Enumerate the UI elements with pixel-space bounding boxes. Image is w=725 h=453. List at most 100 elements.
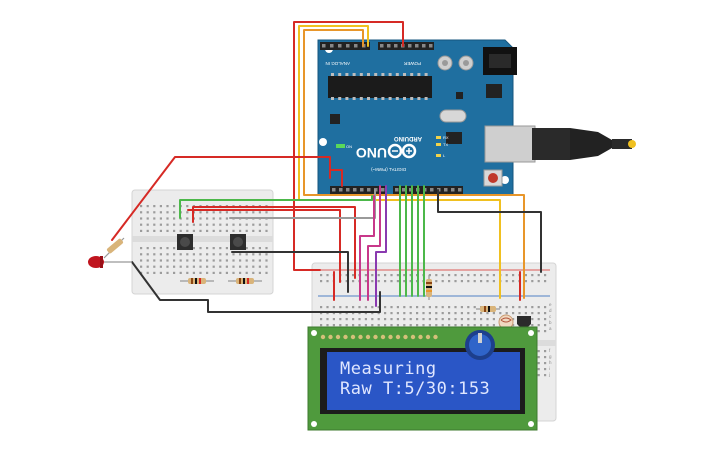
lcd-pin bbox=[410, 334, 416, 340]
breadboard-hole bbox=[428, 312, 431, 315]
breadboard-hole bbox=[358, 324, 361, 327]
breadboard-hole bbox=[346, 44, 350, 48]
resistor-2[interactable] bbox=[228, 278, 262, 284]
breadboard-hole bbox=[212, 247, 215, 250]
breadboard-hole bbox=[467, 318, 470, 321]
pushbutton-2[interactable] bbox=[230, 234, 246, 250]
lcd-pin bbox=[373, 334, 378, 340]
lcd-16x2-module[interactable]: Measuring Raw T:5/30:153 bbox=[307, 326, 538, 431]
red-led[interactable] bbox=[88, 256, 132, 268]
breadboard-hole bbox=[353, 188, 357, 192]
led-tx bbox=[436, 143, 441, 146]
breadboard-hole bbox=[512, 312, 515, 315]
breadboard-hole bbox=[345, 73, 349, 76]
breadboard-hole bbox=[352, 324, 355, 327]
breadboard-hole bbox=[186, 217, 189, 220]
breadboard-hole bbox=[384, 280, 387, 283]
breadboard-hole bbox=[492, 318, 495, 321]
breadboard-hole bbox=[422, 44, 426, 48]
breadboard-hole bbox=[396, 280, 399, 283]
breadboard-hole bbox=[537, 368, 540, 371]
breadboard-hole bbox=[199, 247, 202, 250]
breadboard-hole bbox=[417, 73, 421, 76]
small-breadboard[interactable] bbox=[131, 189, 274, 295]
breadboard-hole bbox=[326, 324, 329, 327]
led-l-label: L bbox=[443, 153, 446, 158]
breadboard-hole bbox=[186, 205, 189, 208]
breadboard-hole bbox=[415, 44, 419, 48]
pushbutton-1[interactable] bbox=[177, 234, 193, 250]
breadboard-hole bbox=[245, 265, 248, 268]
breadboard-hole bbox=[395, 97, 399, 100]
breadboard-hole bbox=[448, 280, 451, 283]
breadboard-hole bbox=[166, 259, 169, 262]
breadboard-hole bbox=[345, 97, 349, 100]
breadboard-hole bbox=[486, 318, 489, 321]
breadboard-hole bbox=[460, 280, 463, 283]
breadboard-hole bbox=[322, 44, 326, 48]
breadboard-hole bbox=[544, 274, 547, 277]
breadboard-hole bbox=[153, 265, 156, 268]
breadboard-hole bbox=[403, 324, 406, 327]
breadboard-hole bbox=[416, 324, 419, 327]
breadboard-hole bbox=[166, 271, 169, 274]
breadboard-hole bbox=[140, 217, 143, 220]
breadboard-hole bbox=[460, 306, 463, 309]
breadboard-hole bbox=[338, 44, 342, 48]
breadboard-hole bbox=[374, 73, 378, 76]
breadboard-hole bbox=[424, 73, 428, 76]
breadboard-hole bbox=[179, 265, 182, 268]
led-rx-label: RX bbox=[443, 135, 449, 140]
breadboard-hole bbox=[239, 253, 242, 256]
breadboard-hole bbox=[384, 312, 387, 315]
breadboard-hole bbox=[409, 306, 412, 309]
breadboard-hole bbox=[380, 44, 384, 48]
breadboard-hole bbox=[531, 274, 534, 277]
breadboard-hole bbox=[451, 188, 455, 192]
breadboard-hole bbox=[153, 247, 156, 250]
breadboard-hole bbox=[467, 324, 470, 327]
arduino-uno-board[interactable]: UNO ARDUINO DIGITAL (PWM~) ANALOG IN POW… bbox=[317, 39, 536, 196]
breadboard-hole bbox=[338, 97, 342, 100]
breadboard-hole bbox=[153, 271, 156, 274]
breadboard-hole bbox=[371, 318, 374, 321]
breadboard-hole bbox=[377, 318, 380, 321]
breadboard-hole bbox=[403, 318, 406, 321]
breadboard-hole bbox=[186, 271, 189, 274]
breadboard-hole bbox=[239, 271, 242, 274]
resistor-1[interactable] bbox=[180, 278, 214, 284]
led-rx bbox=[436, 136, 441, 139]
breadboard-hole bbox=[448, 306, 451, 309]
breadboard-hole bbox=[524, 274, 527, 277]
arduino-model-label: UNO bbox=[356, 145, 387, 161]
breadboard-hole bbox=[199, 229, 202, 232]
potentiometer[interactable] bbox=[465, 330, 495, 360]
temperature-sensor[interactable] bbox=[517, 316, 531, 328]
breadboard-hole bbox=[403, 280, 406, 283]
breadboard-row-label: f bbox=[549, 348, 551, 353]
breadboard-hole bbox=[339, 188, 343, 192]
breadboard-hole bbox=[219, 253, 222, 256]
breadboard-hole bbox=[146, 259, 149, 262]
breadboard-hole bbox=[153, 259, 156, 262]
breadboard-hole bbox=[265, 229, 268, 232]
breadboard-hole bbox=[153, 211, 156, 214]
resistor-ldr[interactable] bbox=[476, 306, 500, 312]
lcd-pin bbox=[388, 334, 393, 340]
breadboard-hole bbox=[505, 306, 508, 309]
breadboard-hole bbox=[422, 324, 425, 327]
breadboard-hole bbox=[146, 223, 149, 226]
breadboard-hole bbox=[206, 265, 209, 268]
breadboard-hole bbox=[206, 229, 209, 232]
breadboard-hole bbox=[377, 274, 380, 277]
lcd-pin bbox=[425, 334, 431, 340]
resistor-led[interactable] bbox=[103, 237, 125, 259]
breadboard-hole bbox=[212, 223, 215, 226]
breadboard-hole bbox=[512, 274, 515, 277]
breadboard-hole bbox=[338, 73, 342, 76]
lcd-pin bbox=[395, 334, 401, 340]
breadboard-hole bbox=[467, 280, 470, 283]
resistor-main[interactable] bbox=[426, 275, 432, 300]
breadboard-hole bbox=[448, 312, 451, 315]
